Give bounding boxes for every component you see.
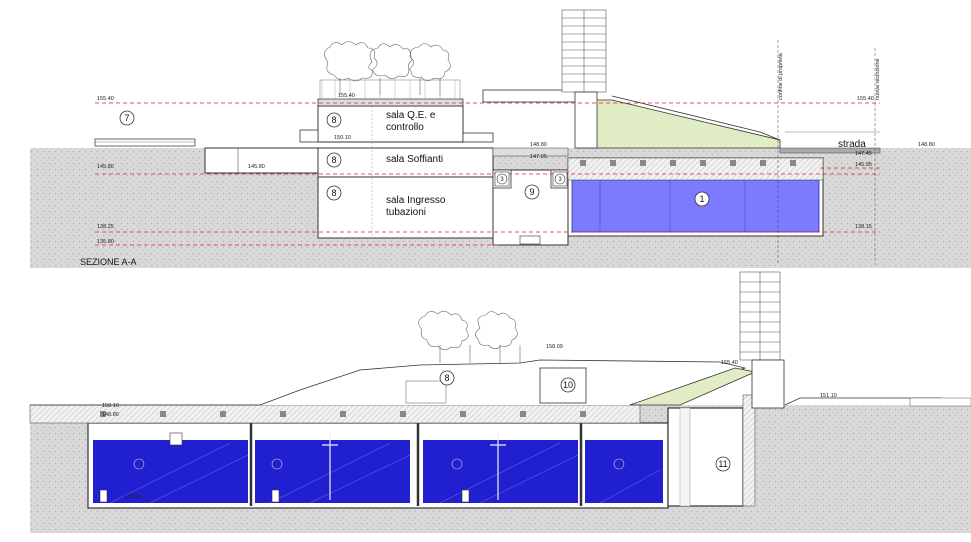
road-slab [779, 147, 881, 154]
level-148-80-right: 148.80 [918, 142, 935, 148]
marker-b-10: 10 [560, 377, 576, 393]
tree-silhouettes-b [418, 310, 521, 363]
svg-text:7: 7 [124, 113, 129, 123]
marker-8-control: 8 [326, 112, 342, 128]
room-label-control-2: controllo [386, 122, 424, 133]
level-155-40-mid: 155.40 [338, 93, 355, 99]
level-b-150-10: 150.10 [102, 403, 119, 409]
level-155-40-right: 155.40 [857, 96, 874, 102]
level-147-05: 147.05 [530, 154, 547, 160]
section-b [29, 271, 971, 533]
svg-text:8: 8 [331, 155, 336, 165]
fence-line-label: nuova recinzione [875, 58, 881, 100]
level-b-138-15: 138.15 [124, 494, 141, 500]
marker-3-left: 3 [494, 171, 510, 187]
marker-7: 7 [119, 110, 135, 126]
building-8-room-control [317, 105, 464, 143]
level-145-95: 145.95 [855, 162, 872, 168]
building-8-room-blowers [317, 147, 494, 178]
level-138-25: 138.25 [97, 224, 114, 230]
marker-8-blowers: 8 [326, 152, 342, 168]
svg-text:3: 3 [558, 177, 562, 183]
room-label-blowers: sala Soffianti [386, 154, 443, 165]
level-145-80-mid: 145.80 [248, 164, 265, 170]
road-label: strada [838, 139, 866, 150]
level-148-80: 148.80 [530, 142, 547, 148]
marker-b-11: 11 [715, 456, 731, 472]
ventilation-tower-a [561, 9, 607, 93]
marker-3-right: 3 [552, 171, 568, 187]
marker-b-8: 8 [439, 370, 455, 386]
level-b-148-80: 148.80 [102, 412, 119, 418]
room-label-pipes-2: tubazioni [386, 207, 426, 218]
room-label-control-1: sala Q.E. e [386, 110, 436, 121]
level-147-45: 147.45 [855, 151, 872, 157]
property-line-label: confine di proprietà [778, 52, 784, 100]
svg-text:10: 10 [563, 380, 573, 390]
svg-text:3: 3 [500, 177, 504, 183]
level-145-80-left: 145.80 [97, 164, 114, 170]
marker-1: 1 [694, 191, 710, 207]
level-135-80: 135.80 [97, 239, 114, 245]
marker-8-pipes: 8 [326, 185, 342, 201]
level-b-151-10: 151.10 [820, 393, 837, 399]
svg-text:9: 9 [529, 187, 534, 197]
room-label-pipes-1: sala Ingresso [386, 195, 446, 206]
building-8-basement [317, 176, 494, 239]
level-155-40-left: 155.40 [97, 96, 114, 102]
svg-text:8: 8 [331, 188, 336, 198]
level-b-158-09: 158.09 [546, 344, 563, 350]
level-150-10: 150.10 [334, 135, 351, 141]
level-b-155-40: 155.40 [721, 360, 738, 366]
section-title: SEZIONE A-A [80, 257, 137, 267]
building-7-slab [94, 138, 196, 147]
building-left-lower [204, 147, 319, 174]
level-138-15: 138.15 [855, 224, 872, 230]
marker-9: 9 [524, 184, 540, 200]
svg-text:8: 8 [331, 115, 336, 125]
svg-text:8: 8 [444, 373, 449, 383]
svg-text:11: 11 [718, 459, 727, 469]
tank-b-cells [93, 440, 663, 503]
svg-text:1: 1 [699, 194, 704, 204]
ventilation-tower-b [739, 271, 781, 361]
